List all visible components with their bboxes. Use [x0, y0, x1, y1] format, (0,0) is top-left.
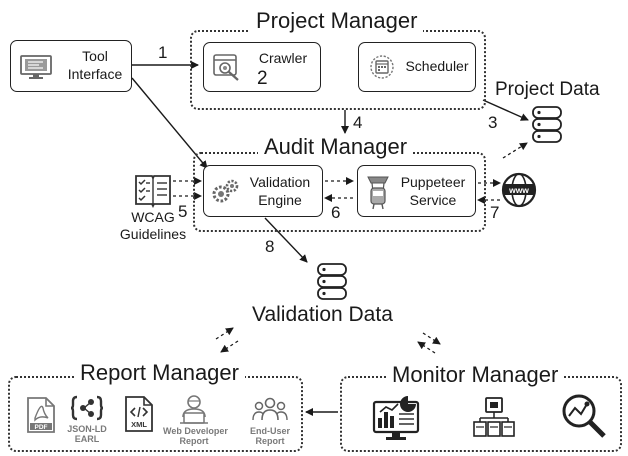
puppeteer-icon — [364, 174, 392, 215]
report-manager-title: Report Manager — [74, 362, 245, 384]
validation-engine-label-2: Engine — [258, 192, 302, 208]
monitor-icon — [19, 54, 53, 85]
database-icon — [531, 105, 563, 150]
monitor-manager-title: Monitor Manager — [386, 364, 565, 386]
wcag-label-2: Guidelines — [119, 226, 187, 242]
step-4: 4 — [353, 113, 363, 132]
database-icon — [316, 262, 348, 307]
analytics-icon — [560, 392, 608, 445]
scheduler-label: Scheduler — [405, 58, 469, 74]
arrow-monitor-a — [422, 332, 441, 345]
project-manager-title: Project Manager — [250, 10, 424, 32]
puppeteer-label-1: Puppeteer — [400, 174, 466, 190]
svg-text:www: www — [508, 185, 529, 195]
tool-interface-box: Tool Interface — [10, 40, 132, 92]
arrow-tool-validation — [131, 77, 208, 169]
step-1: 1 — [158, 43, 168, 62]
scheduler-icon — [368, 53, 396, 86]
arrow-8 — [264, 217, 308, 263]
crawler-box: Crawler — [203, 42, 321, 92]
users-icon — [252, 396, 288, 427]
crawler-label: Crawler — [258, 50, 308, 66]
step-7: 7 — [490, 203, 500, 222]
step-8: 8 — [265, 237, 275, 256]
dashboard-icon — [372, 392, 420, 447]
project-data-label: Project Data — [495, 79, 600, 101]
developer-icon — [177, 393, 211, 430]
arrow-3-dashed — [502, 142, 528, 159]
arrow-monitor-b — [417, 341, 436, 354]
step-6: 6 — [331, 203, 341, 222]
step-3: 3 — [488, 113, 498, 132]
pdf-icon: PDF — [26, 396, 56, 439]
audit-manager-title: Audit Manager — [258, 136, 414, 158]
tool-interface-label-2: Interface — [67, 66, 123, 82]
scheduler-box: Scheduler — [358, 42, 476, 92]
svg-text:XML: XML — [131, 420, 147, 429]
json-ld-icon — [70, 395, 104, 426]
gears-icon — [210, 178, 240, 211]
wcag-label-1: WCAG — [131, 209, 175, 225]
tool-interface-label-1: Tool — [82, 48, 108, 64]
arrow-report-b — [220, 340, 239, 353]
step-5: 5 — [178, 202, 188, 221]
puppeteer-label-2: Service — [409, 192, 457, 208]
validation-data-label: Validation Data — [252, 303, 393, 326]
checklist-icon — [134, 172, 172, 213]
validation-engine-box: Validation Engine — [203, 165, 323, 217]
puppeteer-service-box: Puppeteer Service — [357, 165, 476, 217]
arrow-3 — [482, 99, 529, 121]
xml-icon: XML — [124, 395, 154, 438]
crawler-icon — [213, 53, 241, 86]
server-icon — [472, 396, 516, 443]
arrow-report-a — [215, 327, 234, 340]
step-2: 2 — [257, 68, 268, 89]
validation-engine-label-1: Validation — [249, 174, 311, 190]
www-icon: www — [501, 172, 537, 213]
svg-text:PDF: PDF — [35, 424, 48, 431]
